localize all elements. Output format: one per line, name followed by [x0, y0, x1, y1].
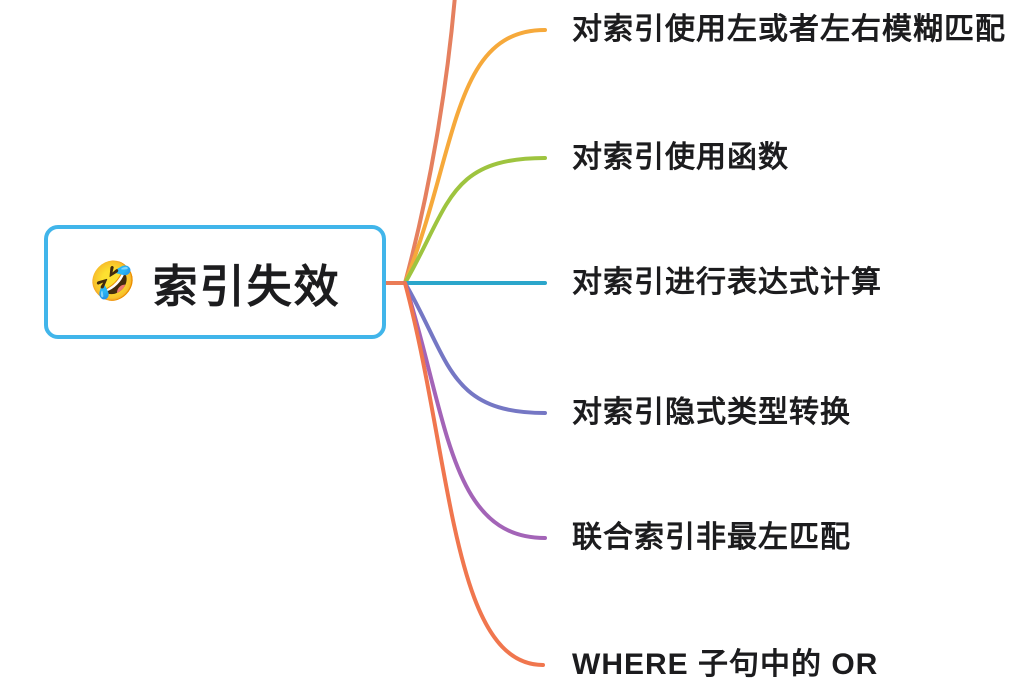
branch-topic-leftmost-match[interactable]: 联合索引非最左匹配	[572, 521, 851, 554]
branch-line-6	[403, 281, 545, 667]
branch-line-5	[403, 281, 547, 540]
branch-topic-expression[interactable]: 对索引进行表达式计算	[572, 266, 882, 299]
branch-topic-implicit-cast[interactable]: 对索引隐式类型转换	[572, 396, 851, 429]
branch-topic-where-or[interactable]: WHERE 子句中的 OR	[572, 648, 879, 681]
branch-line-clipped-top	[403, 0, 457, 285]
branch-line-1	[403, 28, 547, 285]
branch-topic-fuzzy-match[interactable]: 对索引使用左或者左右模糊匹配	[572, 13, 1006, 46]
branch-topic-function[interactable]: 对索引使用函数	[572, 141, 789, 174]
root-topic-label: 索引失效	[152, 260, 341, 312]
rofl-emoji-icon: 🤣	[89, 261, 137, 303]
root-topic[interactable]: 🤣 索引失效	[44, 225, 386, 339]
branch-line-2	[403, 156, 547, 285]
branch-line-4	[403, 281, 547, 415]
